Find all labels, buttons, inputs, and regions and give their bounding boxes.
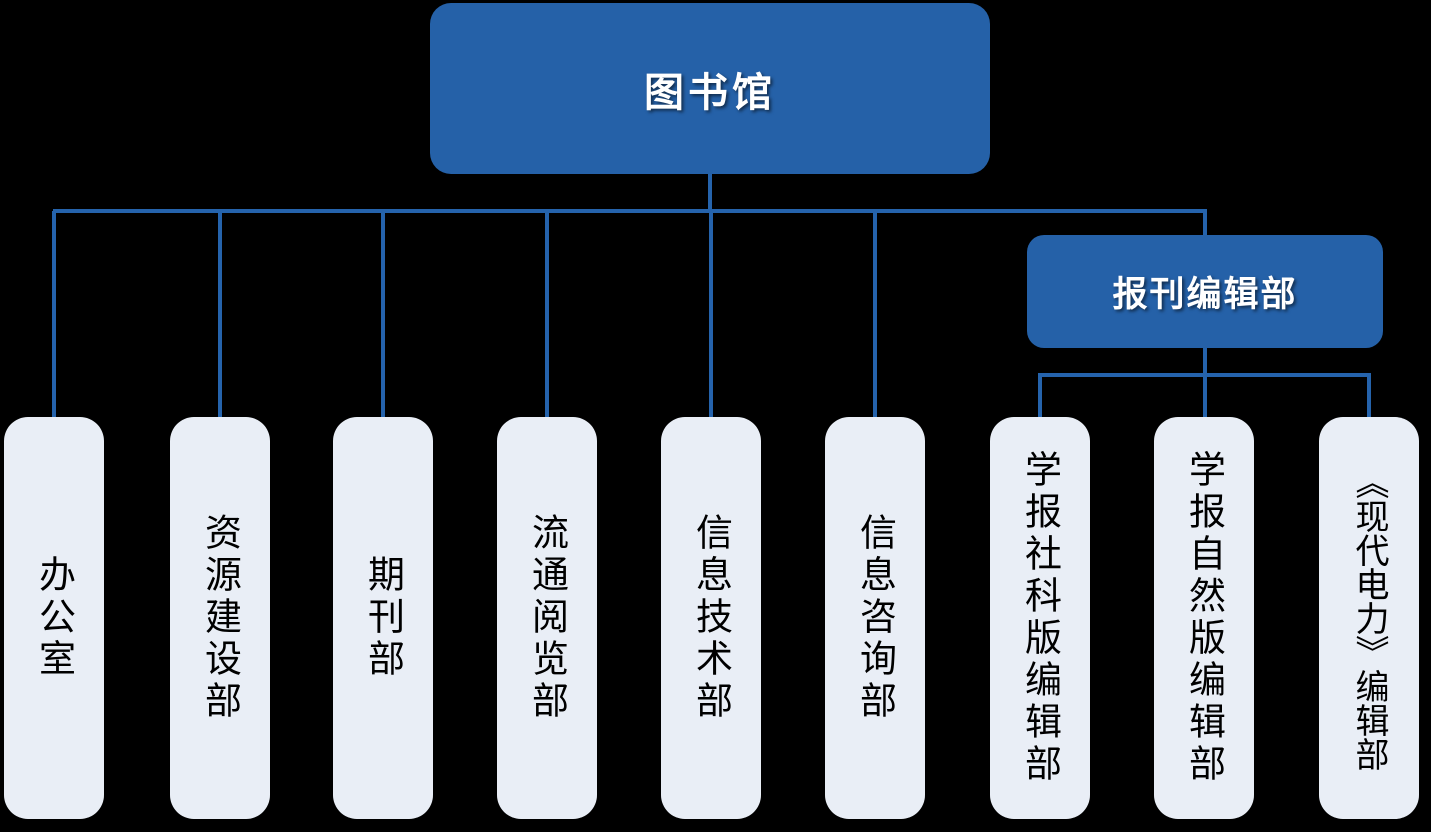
dept-resource-construction-label: 资源建设部: [199, 513, 241, 723]
dept-journal-natural-science-editorial: 学报自然版编辑部: [1154, 417, 1254, 819]
connector-drop-infotech: [709, 211, 713, 417]
dept-office: 办公室: [4, 417, 104, 819]
connector-drop-circulation: [545, 211, 549, 417]
node-library-label: 图书馆: [644, 70, 776, 115]
dept-modern-electric-power-editorial-label: 《现代电力》编辑部: [1350, 465, 1388, 771]
connector-drop-periodical: [381, 211, 385, 417]
dept-journal-natural-science-editorial-label: 学报自然版编辑部: [1183, 450, 1225, 786]
dept-resource-construction: 资源建设部: [170, 417, 270, 819]
dept-information-technology: 信息技术部: [661, 417, 761, 819]
connector-drop-infoconsult: [873, 211, 877, 417]
connector-drop-social: [1038, 375, 1042, 417]
dept-journal-social-science-editorial-label: 学报社科版编辑部: [1019, 450, 1061, 786]
connector-drop-office: [52, 211, 56, 417]
dept-journal-social-science-editorial: 学报社科版编辑部: [990, 417, 1090, 819]
node-library: 图书馆: [430, 3, 990, 174]
dept-circulation-reading: 流通阅览部: [497, 417, 597, 819]
dept-periodical-label: 期刊部: [362, 555, 404, 681]
dept-information-consulting-label: 信息咨询部: [854, 513, 896, 723]
connector-root-drop: [708, 174, 712, 211]
connector-drop-natural: [1203, 375, 1207, 417]
dept-information-technology-label: 信息技术部: [690, 513, 732, 723]
dept-periodical: 期刊部: [333, 417, 433, 819]
node-newspaper-editorial: 报刊编辑部: [1027, 235, 1383, 348]
connector-drop-resource: [218, 211, 222, 417]
connector-drop-branch: [1203, 211, 1207, 235]
connector-level1-hline: [53, 209, 1207, 213]
dept-information-consulting: 信息咨询部: [825, 417, 925, 819]
dept-office-label: 办公室: [33, 555, 75, 681]
dept-modern-electric-power-editorial: 《现代电力》编辑部: [1319, 417, 1419, 819]
connector-drop-modern: [1367, 375, 1371, 417]
node-newspaper-editorial-label: 报刊编辑部: [1112, 275, 1298, 314]
dept-circulation-reading-label: 流通阅览部: [526, 513, 568, 723]
connector-branch-drop: [1203, 348, 1207, 375]
